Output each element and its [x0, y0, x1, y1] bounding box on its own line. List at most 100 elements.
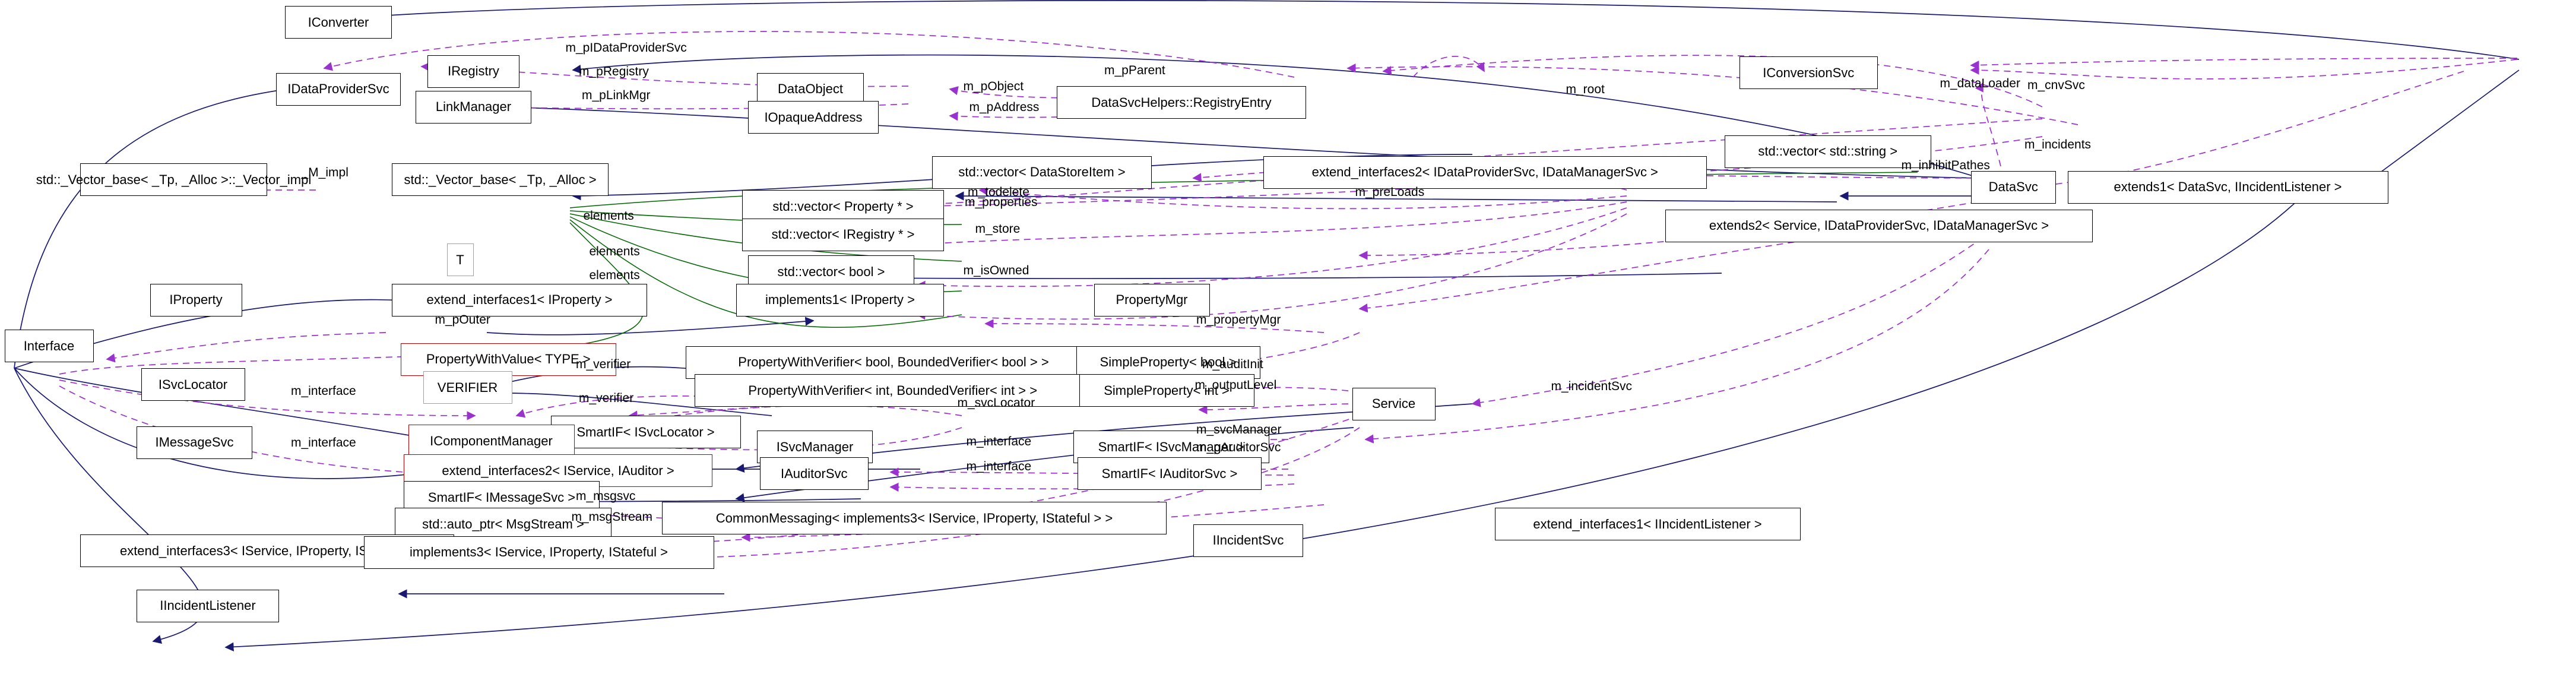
- node-label: VERIFIER: [437, 379, 498, 395]
- node-label: CommonMessaging< implements3< IService, …: [715, 510, 1113, 526]
- node-label: LinkManager: [435, 99, 512, 114]
- node-label: std::vector< Property * >: [772, 198, 914, 214]
- node-label: DataSvcHelpers::RegistryEntry: [1091, 94, 1272, 110]
- node-label: IIncidentListener: [160, 598, 256, 613]
- edge-label-elements3: elements: [589, 268, 640, 282]
- node-label: std::vector< std::string >: [1758, 144, 1898, 159]
- node-extends1dsvcil[interactable]: extends1< DataSvc, IIncidentListener >: [2067, 170, 2388, 204]
- edge-label-elements1: elements: [583, 208, 634, 223]
- node-imessagesvc[interactable]: IMessageSvc: [137, 426, 252, 459]
- node-smartifsvcloc[interactable]: SmartIF< ISvcLocator >: [550, 416, 741, 448]
- edge-label-m_msgStream: m_msgStream: [571, 510, 653, 524]
- edge-label-m_interface4: m_interface: [966, 460, 1032, 473]
- node-label: SmartIF< IMessageSvc >: [427, 489, 576, 505]
- node-iopaqueaddress[interactable]: IOpaqueAddress: [748, 101, 879, 134]
- node-registryentry[interactable]: DataSvcHelpers::RegistryEntry: [1057, 86, 1306, 119]
- edge-label-m_preLoads: m_preLoads: [1355, 185, 1425, 199]
- node-vectorimpl[interactable]: std::_Vector_base< _Tp, _Alloc >::_Vecto…: [36, 163, 311, 196]
- node-label: implements1< IProperty >: [765, 292, 915, 307]
- node-label: Interface: [23, 338, 75, 353]
- node-idataprovidersvc[interactable]: IDataProviderSvc: [276, 72, 401, 106]
- edge-label-m_inhibitPathes: m_inhibitPathes: [1901, 158, 1990, 172]
- node-label: IMessageSvc: [155, 435, 234, 450]
- node-label: DataSvc: [1988, 179, 2038, 194]
- node-iauditorsvc[interactable]: IAuditorSvc: [760, 457, 869, 490]
- node-label: ISvcManager: [776, 439, 854, 454]
- edge-label-m_msgsvc: m_msgsvc: [576, 489, 636, 503]
- node-label: SmartIF< IAuditorSvc >: [1101, 466, 1238, 481]
- node-iconverter[interactable]: IConverter: [285, 6, 392, 39]
- edge-label-_M_impl: _M_impl: [301, 166, 348, 179]
- node-label: std::vector< DataStoreItem >: [958, 164, 1126, 179]
- node-icomponentmanager[interactable]: IComponentManager: [408, 425, 575, 457]
- edge-label-m_pLinkMgr: m_pLinkMgr: [582, 88, 651, 102]
- edge-label-m_properties: m_properties: [965, 195, 1038, 209]
- node-iincidentlistener[interactable]: IIncidentListener: [137, 589, 279, 622]
- node-service[interactable]: Service: [1352, 387, 1436, 420]
- node-label: IProperty: [169, 292, 223, 307]
- node-label: PropertyWithValue< TYPE >: [426, 352, 591, 366]
- edge-label-m_isOwned: m_isOwned: [963, 264, 1029, 277]
- node-label: IConversionSvc: [1763, 65, 1855, 80]
- node-vecregistry[interactable]: std::vector< IRegistry * >: [742, 218, 944, 251]
- edge-label-m_incidentSvc: m_incidentSvc: [1551, 379, 1633, 393]
- node-label: IDataProviderSvc: [287, 81, 389, 96]
- node-extintf1prop[interactable]: extend_interfaces1< IProperty >: [392, 283, 647, 317]
- edge-label-m_dataLoader: m_dataLoader: [1940, 77, 2020, 90]
- node-label: DataObject: [777, 81, 844, 96]
- node-iregistry[interactable]: IRegistry: [427, 55, 519, 88]
- edge-label-m_cnvSvc: m_cnvSvc: [2027, 78, 2085, 92]
- edge-label-m_propertyMgr: m_propertyMgr: [1196, 312, 1281, 327]
- edge-label-m_pParent: m_pParent: [1104, 63, 1165, 77]
- node-impl3stateful[interactable]: implements3< IService, IProperty, IState…: [363, 536, 714, 569]
- node-extintf2dpsvc[interactable]: extend_interfaces2< IDataProviderSvc, ID…: [1263, 156, 1707, 189]
- node-label: PropertyWithVerifier< bool, BoundedVerif…: [738, 355, 1049, 369]
- node-label: std::_Vector_base< _Tp, _Alloc >: [404, 172, 597, 187]
- node-interface[interactable]: Interface: [4, 330, 94, 362]
- node-smartifauditorsvc[interactable]: SmartIF< IAuditorSvc >: [1078, 457, 1262, 490]
- node-vecstdstring[interactable]: std::vector< std::string >: [1725, 135, 1931, 168]
- edge-label-m_outputLevel: m_outputLevel: [1194, 378, 1277, 392]
- node-vectorbase[interactable]: std::_Vector_base< _Tp, _Alloc >: [392, 163, 609, 196]
- edge-label-m_store: m_store: [975, 222, 1021, 236]
- node-label: std::_Vector_base< _Tp, _Alloc >::_Vecto…: [36, 172, 312, 187]
- node-label: IConverter: [308, 14, 369, 30]
- node-label: IAuditorSvc: [781, 466, 848, 481]
- node-label: implements3< IService, IProperty, IState…: [410, 545, 668, 559]
- node-commonmessaging[interactable]: CommonMessaging< implements3< IService, …: [662, 502, 1167, 534]
- edge-label-m_interface2: m_interface: [291, 436, 356, 450]
- node-datasvc[interactable]: DataSvc: [1971, 170, 2056, 204]
- node-impl1prop[interactable]: implements1< IProperty >: [736, 283, 944, 317]
- edge-label-m_auditInit: m_auditInit: [1202, 357, 1263, 371]
- node-label: std::auto_ptr< MsgStream >: [422, 516, 584, 531]
- node-extends2service[interactable]: extends2< Service, IDataProviderSvc, IDa…: [1665, 209, 2093, 242]
- node-iproperty[interactable]: IProperty: [150, 283, 242, 317]
- node-isvclocator[interactable]: ISvcLocator: [141, 368, 245, 401]
- node-linkmanager[interactable]: LinkManager: [416, 90, 531, 124]
- node-label: T: [456, 252, 464, 267]
- node-incidentsvc[interactable]: IIncidentSvc: [1193, 524, 1303, 557]
- node-label: IOpaqueAddress: [764, 109, 863, 125]
- node-t[interactable]: T: [446, 243, 474, 276]
- node-label: std::vector< bool >: [777, 264, 885, 279]
- node-extintf1incident[interactable]: extend_interfaces1< IIncidentListener >: [1494, 508, 1801, 540]
- edge-label-m_verifier2: m_verifier: [579, 391, 634, 405]
- node-label: PropertyMgr: [1116, 292, 1188, 307]
- node-propertymgr[interactable]: PropertyMgr: [1094, 283, 1210, 317]
- node-vecdatastoreitem[interactable]: std::vector< DataStoreItem >: [932, 156, 1152, 189]
- edge-label-m_pRegistry: m_pRegistry: [579, 65, 649, 78]
- node-label: extend_interfaces1< IIncidentListener >: [1533, 516, 1762, 531]
- node-iconversionsvc[interactable]: IConversionSvc: [1739, 56, 1878, 89]
- edge-label-m_svcLocator: m_svcLocator: [957, 395, 1035, 410]
- node-verifier[interactable]: VERIFIER: [423, 371, 512, 404]
- node-label: std::vector< IRegistry * >: [771, 227, 915, 242]
- edge-label-m_svcManager: m_svcManager: [1196, 422, 1282, 436]
- node-label: extend_interfaces1< IProperty >: [426, 292, 613, 307]
- edge-label-m_verifier1: m_verifier: [576, 357, 631, 371]
- edge-label-m_pAuditorSvc: m_pAuditorSvc: [1196, 440, 1281, 454]
- edge-label-m_interface1: m_interface: [291, 384, 356, 398]
- node-label: IRegistry: [448, 64, 499, 78]
- node-label: extends1< DataSvc, IIncidentListener >: [2114, 179, 2342, 194]
- edge-label-m_pAddress: m_pAddress: [969, 100, 1040, 114]
